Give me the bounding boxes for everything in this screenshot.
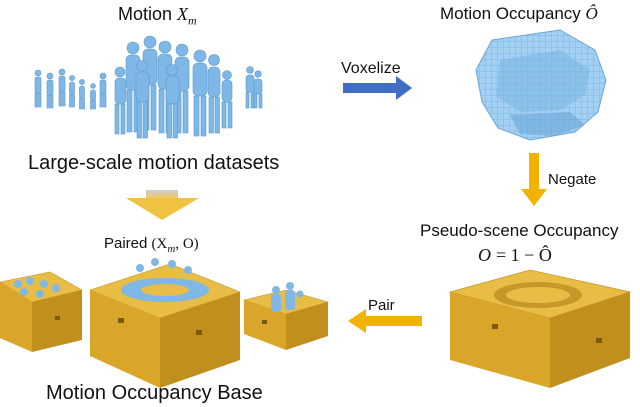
motion-symbol: Xm bbox=[177, 4, 197, 27]
dataset-to-base-arrow bbox=[126, 190, 199, 220]
base-box-center bbox=[89, 258, 241, 388]
negate-arrow bbox=[521, 153, 547, 206]
paired-tuple-subscript: m bbox=[167, 243, 176, 255]
voxelize-label: Voxelize bbox=[341, 60, 401, 77]
motion-title: Motion Xm bbox=[118, 5, 197, 27]
pair-arrow bbox=[348, 309, 422, 333]
motion-title-text: Motion bbox=[118, 4, 173, 24]
datasets-label: Large-scale motion datasets bbox=[28, 152, 280, 174]
motion-occupancy-symbol: Ô bbox=[585, 4, 598, 23]
formula-lhs: O bbox=[478, 245, 491, 265]
pseudo-scene-title: Pseudo-scene Occupancy bbox=[420, 221, 619, 240]
motion-occupancy-title: Motion Occupancy Ô bbox=[440, 5, 598, 22]
voxelize-arrow bbox=[343, 76, 412, 100]
paired-label-text: Paired bbox=[104, 235, 148, 252]
pseudo-scene-formula: O = 1 − Ô bbox=[478, 246, 552, 264]
human-figures-small-right bbox=[245, 66, 263, 109]
motion-symbol-subscript: m bbox=[188, 13, 197, 28]
motion-occupancy-base-label: Motion Occupancy Base bbox=[46, 382, 263, 404]
pseudo-scene-box-image bbox=[448, 269, 632, 388]
motion-occupancy-voxel-image bbox=[475, 29, 607, 141]
motion-crowd-image bbox=[34, 35, 263, 139]
base-box-right bbox=[242, 282, 330, 350]
motion-occupancy-title-text: Motion Occupancy bbox=[440, 4, 581, 23]
paired-tuple: (Xm, O) bbox=[151, 236, 199, 255]
paired-label: Paired (Xm, O) bbox=[104, 236, 199, 255]
formula-rhs: = 1 − Ô bbox=[496, 245, 552, 265]
human-figures-dense-crowd bbox=[114, 35, 233, 139]
base-box-left bbox=[0, 271, 83, 352]
paired-tuple-open: (X bbox=[151, 236, 168, 252]
motion-symbol-x: X bbox=[177, 4, 189, 24]
human-figures-small-left bbox=[34, 68, 107, 110]
negate-label: Negate bbox=[548, 171, 597, 188]
paired-tuple-close: , O) bbox=[175, 236, 199, 252]
motion-occupancy-base-images bbox=[0, 258, 330, 388]
pair-label: Pair bbox=[368, 297, 395, 314]
